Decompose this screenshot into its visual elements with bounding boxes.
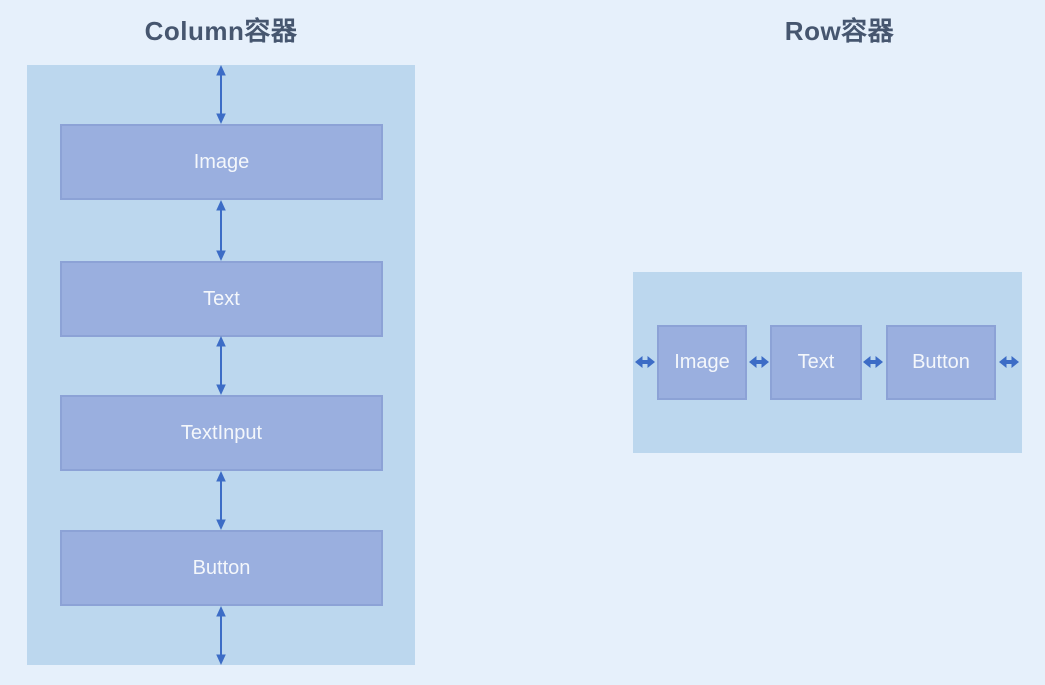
box-label: Button (192, 556, 251, 579)
box-label: Image (193, 150, 250, 173)
horizontal-spacing-arrow-icon (635, 356, 655, 368)
column-box-image: Image (60, 124, 383, 200)
box-label: Button (912, 351, 970, 373)
column-box-textinput: TextInput (60, 395, 383, 471)
column-box-button: Button (60, 530, 383, 606)
horizontal-spacing-arrow-icon (749, 356, 769, 368)
row-container: Image Text Button (633, 272, 1022, 453)
box-label: TextInput (180, 421, 263, 444)
horizontal-spacing-arrow-icon (863, 356, 883, 368)
column-section-title: Column容器 (144, 16, 298, 46)
box-label: Image (674, 351, 730, 373)
column-container: Image Text TextInput Button (27, 65, 415, 665)
column-box-text: Text (60, 261, 383, 337)
box-label: Text (203, 287, 240, 310)
row-box-image: Image (657, 325, 747, 400)
vertical-spacing-arrow-icon (216, 606, 226, 665)
vertical-spacing-arrow-icon (216, 471, 226, 530)
vertical-spacing-arrow-icon (216, 200, 226, 261)
horizontal-spacing-arrow-icon (999, 356, 1019, 368)
row-section-title: Row容器 (784, 16, 895, 46)
vertical-spacing-arrow-icon (216, 65, 226, 124)
row-box-button: Button (886, 325, 996, 400)
vertical-spacing-arrow-icon (216, 336, 226, 395)
row-box-text: Text (770, 325, 862, 400)
box-label: Text (797, 351, 835, 373)
